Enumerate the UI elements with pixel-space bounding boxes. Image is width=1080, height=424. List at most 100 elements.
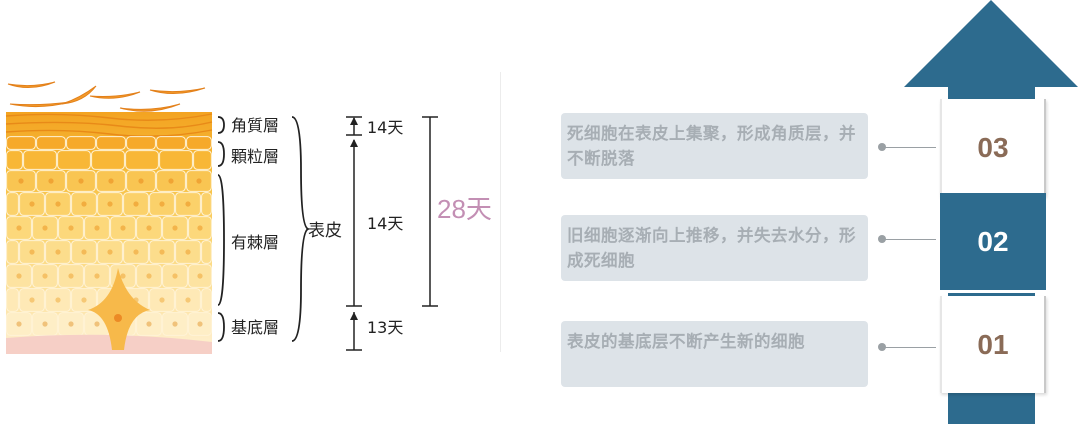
cell-nucleus (168, 178, 174, 184)
cell-nucleus (81, 249, 87, 255)
skin-cell (91, 150, 125, 170)
cell-nucleus (172, 273, 178, 279)
cell-nucleus (29, 249, 35, 255)
cell-nucleus (197, 225, 203, 231)
epidermis-label: 表皮 (308, 221, 342, 241)
stage-number-03: 03 (977, 131, 1009, 163)
stage-number-01: 01 (977, 328, 1009, 360)
stage-text-01: 表皮的基底层不断产生新的细胞 (567, 332, 805, 351)
cell-nucleus (68, 225, 74, 231)
skin-cell (125, 150, 159, 170)
cell-nucleus (108, 178, 114, 184)
dermis-base (6, 334, 212, 354)
duration-middle: 14天 (367, 214, 403, 233)
section-divider (500, 72, 501, 352)
basal-stem-cell (88, 268, 150, 350)
cell-nucleus (55, 201, 61, 207)
stage-card-03: 死细胞在表皮上集聚，形成角质层，并不断脱落 (561, 113, 868, 179)
skin-cell (201, 240, 212, 264)
cell-grid (6, 136, 212, 336)
cell-nucleus (133, 249, 139, 255)
skin-cell (201, 288, 212, 312)
cell-nucleus (172, 225, 178, 231)
flake-cells (7, 81, 206, 112)
cell-nucleus (159, 249, 165, 255)
skin-cell (159, 150, 193, 170)
arrow-stem-bottom (948, 390, 1035, 424)
cell-nucleus (185, 249, 191, 255)
stage-number-02: 02 (977, 225, 1009, 257)
stage-number-box-03: 03 (940, 99, 1046, 196)
duration-total: 28天 (437, 194, 492, 224)
duration-top: 14天 (367, 118, 403, 137)
cell-nucleus (107, 249, 113, 255)
cell-nucleus (81, 201, 87, 207)
stage-number-box-02: 02 (940, 193, 1046, 290)
cell-nucleus (94, 321, 100, 327)
skin-cell (6, 192, 19, 216)
duration-bottom: 13天 (367, 318, 403, 337)
cell-nucleus (16, 273, 22, 279)
cell-nucleus (42, 273, 48, 279)
cell-nucleus (146, 225, 152, 231)
cell-nucleus (68, 273, 74, 279)
cell-nucleus (55, 249, 61, 255)
skin-cell (6, 288, 19, 312)
basal-nucleus (114, 314, 122, 322)
cell-nucleus (172, 321, 178, 327)
stage-number-box-01: 01 (940, 296, 1046, 393)
arrow-head (904, 0, 1078, 87)
layer-brackets (217, 116, 311, 342)
cell-nucleus (68, 321, 74, 327)
cell-nucleus (18, 178, 24, 184)
cell-nucleus (196, 178, 202, 184)
cell-nucleus (146, 273, 152, 279)
cell-nucleus (16, 321, 22, 327)
cell-nucleus (197, 273, 203, 279)
skin-layer-diagram: 角質層 顆粒層 有棘層 基底層 表皮 14天 14天 13天 28天 (5, 81, 492, 354)
layer-label-spinosum: 有棘層 (231, 233, 279, 252)
cell-nucleus (107, 201, 113, 207)
cell-nucleus (55, 297, 61, 303)
cell-nucleus (42, 321, 48, 327)
skin-cell (57, 150, 91, 170)
skin-cell (193, 150, 212, 170)
cell-nucleus (133, 201, 139, 207)
cell-nucleus (94, 225, 100, 231)
skin-cell (6, 240, 19, 264)
skin-cell (186, 136, 212, 150)
skin-cell (201, 192, 212, 216)
skin-cell (156, 136, 186, 150)
stage-text-02: 旧细胞逐渐向上推移，并失去水分，形成死细胞 (567, 226, 856, 270)
connector-line-03 (882, 147, 936, 148)
skin-cell (6, 150, 23, 170)
stage-card-02: 旧细胞逐渐向上推移，并失去水分，形成死细胞 (561, 215, 868, 281)
cell-nucleus (16, 225, 22, 231)
cell-nucleus (120, 225, 126, 231)
duration-arrows (346, 116, 438, 351)
cell-nucleus (29, 297, 35, 303)
cell-nucleus (185, 201, 191, 207)
layer-label-corneum: 角質層 (231, 116, 279, 135)
cell-nucleus (78, 178, 84, 184)
cell-nucleus (48, 178, 54, 184)
layer-label-granulosum: 顆粒層 (231, 147, 279, 166)
connector-line-02 (882, 239, 936, 240)
cell-nucleus (94, 273, 100, 279)
stage-text-03: 死细胞在表皮上集聚，形成角质层，并不断脱落 (567, 124, 856, 168)
cell-nucleus (159, 201, 165, 207)
skin-cell (6, 136, 36, 150)
cell-nucleus (146, 321, 152, 327)
layer-label-basale: 基底層 (231, 318, 279, 337)
cell-nucleus (138, 178, 144, 184)
connector-line-01 (882, 347, 936, 348)
stage-card-01: 表皮的基底层不断产生新的细胞 (561, 321, 868, 387)
corneum-stripes (5, 113, 213, 137)
skin-cell (66, 136, 96, 150)
cell-nucleus (29, 201, 35, 207)
cell-nucleus (81, 297, 87, 303)
skin-cell (126, 136, 156, 150)
skin-cell (23, 150, 57, 170)
cell-nucleus (197, 321, 203, 327)
cell-nucleus (42, 225, 48, 231)
